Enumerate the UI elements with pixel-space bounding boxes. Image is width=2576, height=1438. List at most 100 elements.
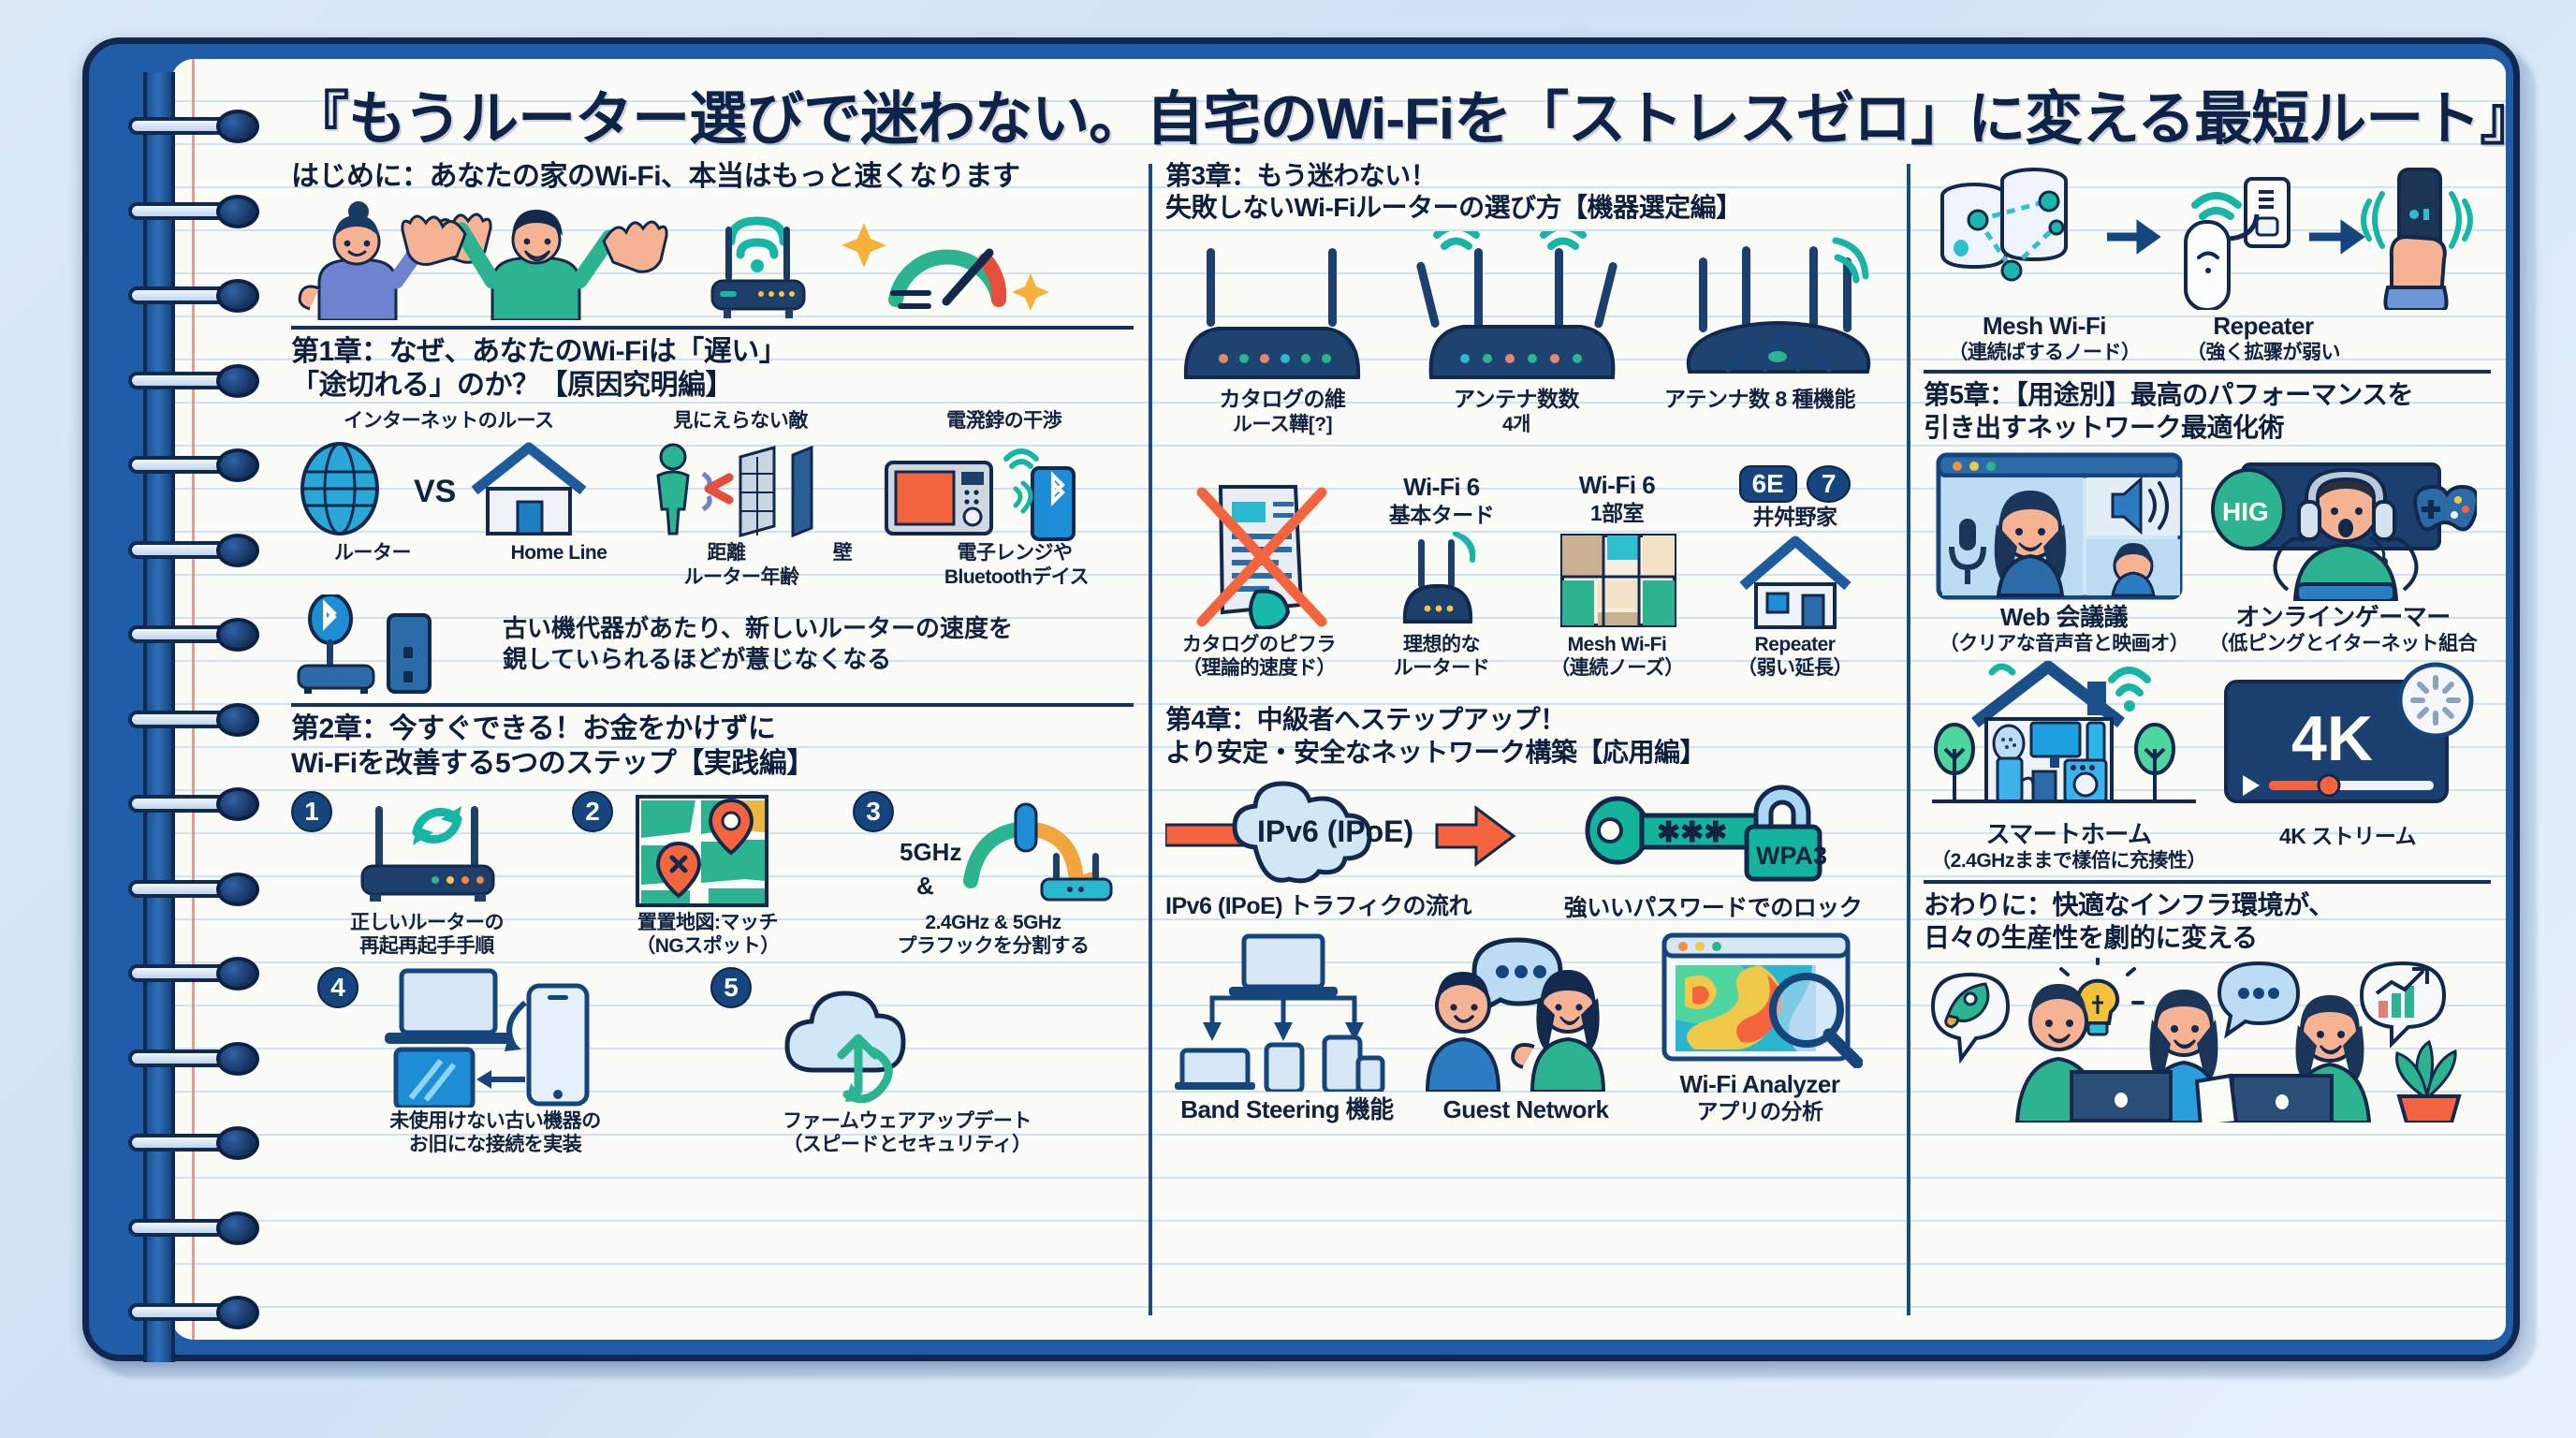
smart-home-icon (1932, 661, 2196, 804)
margin-line (192, 59, 195, 1340)
band-steering-icon (1175, 933, 1385, 1093)
notebook-page: 『もうルーター選びで迷わない。自宅のWi-Fiを「ストレスゼロ」に変える最短ルー… (171, 59, 2506, 1340)
mesh-repeater-illustration (1924, 160, 2491, 310)
spiral-ring-knob (216, 363, 259, 398)
spiral-ring (128, 533, 269, 567)
column-divider-1 (1149, 164, 1152, 1315)
chapter1-note-line1: 古い機代器があたり、新しいルーターの速度を (503, 613, 1013, 642)
step-3: 3 (853, 790, 1134, 958)
spec-wifi6-room: Wi-Fi 6 1部室 (1530, 442, 1704, 629)
gamer-badge-label: HIG (2222, 497, 2269, 526)
step-5-label-line1: ファームウェアアップデート (783, 1109, 1032, 1132)
spec-sub-wifi6: 基本タード (1388, 502, 1495, 527)
wpa3-stars: ✱✱✱ (1657, 817, 1727, 848)
section-rule-2 (291, 703, 1134, 708)
spiral-ring (128, 702, 269, 737)
band-steering-block: Band Steering 機能 (1165, 932, 1409, 1124)
sublabel-bluetooth: Bluetoothデイス (944, 566, 1090, 589)
person-distance-icon (656, 443, 734, 536)
mesh-label-line2: （連続ばするノード） (1948, 342, 2142, 364)
notebook-cover: 『もうルーター選びで迷わない。自宅のWi-Fiを「ストレスゼロ」に変える最短ルー… (82, 37, 2520, 1362)
ipv6-cloud-block: IPv6 (IPoE) IPv6 (IPoE) トラフィクの流れ (1165, 778, 1559, 920)
spiral-ring (128, 110, 269, 143)
ipv6-cloud-label: IPv6 (IPoE) (1257, 814, 1413, 848)
old-devices-icon (385, 968, 590, 1108)
spiral-ring (128, 448, 269, 483)
step-number-5: 5 (710, 966, 752, 1008)
globe-icon (300, 441, 379, 536)
column-divider-2 (1907, 164, 1910, 1315)
wpa3-caption: 強いいパスワードでのロック (1563, 894, 1863, 921)
spiral-ring (128, 618, 269, 653)
conclusion-heading-line2: 日々の生産性を劇的に変える (1924, 922, 2258, 952)
chapter4-heading-line1: 第4章：中級者へステップアップ！ (1165, 705, 1566, 735)
step-4: 4 (317, 966, 673, 1156)
spec-catalog (1165, 442, 1353, 630)
speed-gauge-icon (888, 248, 1007, 309)
chapter3-router-illustration (1165, 231, 1895, 385)
hand-phone-icon (2361, 168, 2473, 310)
ipv6-caption: IPv6 (IPoE) トラフィクの流れ (1165, 892, 1472, 919)
wifi-gen-badges: 6E 7 (1738, 464, 1852, 503)
video-call-label-line2: （クリアな音声音と映画オ） (1939, 632, 2189, 654)
chapter3-spec-row: Wi-Fi 6 基本タード Wi-Fi 6 1部室 (1165, 442, 1895, 630)
group-label-0: インターネットのルース (344, 409, 554, 432)
wifi-analyzer-block: Wi-Fi Analyzer アプリの分析 (1643, 930, 1877, 1125)
map-pin-icon (636, 794, 768, 907)
gamer-label-line1: オンラインゲーマー (2235, 602, 2451, 631)
spiral-ring-knob (216, 787, 259, 822)
chapter1-icons: VS (291, 434, 1134, 545)
spec-label-0-line1: カタログのピフラ (1182, 634, 1337, 656)
step-2-label-line1: 置置地図:マッチ (637, 911, 779, 933)
spec-label-1-line2: ルータード (1393, 657, 1490, 680)
spiral-ring-knob (216, 618, 259, 653)
gamer-icon: HIG (2211, 462, 2477, 601)
mesh-repeater-labels: Mesh Wi-Fi （連続ばするノード） Repeater （強く拡骤が弱い (1924, 312, 2491, 364)
chapter4-heading-line2: より安定・安全なネットワーク構築【応用編】 (1165, 737, 1705, 767)
section-rule-4 (1924, 880, 2491, 885)
wifi-analyzer-label-line2: アプリの分析 (1696, 1098, 1824, 1123)
mesh-label-line1: Mesh Wi-Fi (1983, 312, 2106, 340)
mid-column: 第3章：もう迷わない！ 失敗しないWi-Fiルーターの選び方【機器選定編】 (1165, 160, 1895, 1125)
use-case-gamer: HIG (2204, 451, 2481, 601)
house-icon (1738, 536, 1852, 630)
band-label-5ghz: 5GHz (900, 837, 962, 866)
spec-label-1-line1: 理想的な (1403, 634, 1481, 656)
chapter3-spec-labels: カタログのピフラ （理論的速度ド） 理想的な ルータード Mesh Wi-Fi … (1165, 633, 1895, 680)
use-case-row-2: 4K (1924, 661, 2491, 818)
router-label-0-line1: カタログの維 (1219, 387, 1347, 412)
vs-label: VS (414, 474, 456, 509)
intro-heading: はじめに：あなたの家のWi-Fi、本当はもっと速くなります (291, 161, 1020, 192)
spiral-ring-knob (216, 110, 259, 143)
spec-wifi6-basic: Wi-Fi 6 基本タード (1353, 442, 1530, 629)
chat-bubble-icon (2217, 961, 2301, 1039)
section-rule (291, 325, 1134, 330)
spiral-ring (128, 279, 269, 314)
spiral-ring (128, 787, 269, 822)
chapter1-heading-line2: 「途切れる」のか？【原因究明編】 (291, 370, 734, 402)
label-wall: 壁 (832, 541, 853, 564)
use-case-video-call (1924, 451, 2195, 601)
spiral-ring (128, 194, 269, 228)
wifi-analyzer-label-line1: Wi-Fi Analyzer (1679, 1069, 1840, 1098)
chapter4-bottom-row: Band Steering 機能 (1165, 930, 1895, 1125)
group-label-2: 電溌鋍の干渉 (946, 409, 1062, 432)
title-bar: 『もうルーター選びで迷わない。自宅のWi-Fiを「ストレスゼロ」に変える最短ルー… (291, 70, 2506, 156)
chapter1-labels: ルーター Home Line 距離 壁 電子レンジや (291, 541, 1134, 565)
wifi-analyzer-icon (1661, 932, 1863, 1068)
badge-7: 7 (1806, 464, 1852, 503)
step-number-4: 4 (317, 966, 359, 1008)
intro-illustration (291, 200, 1134, 320)
router-label-0-line2: ルース鞾[?] (1232, 413, 1333, 435)
step-1: 1 (291, 790, 563, 958)
spiral-ring-knob (216, 1296, 259, 1330)
spec-label-0-line2: （理論的速度ド） (1182, 657, 1337, 680)
mesh-nodes-icon (1940, 168, 2068, 282)
band-split-icon (963, 802, 1113, 902)
chapter3-heading-line2: 失敗しないWi-Fiルーターの選び方【機器選定編】 (1165, 193, 1742, 223)
chapter5-heading-line2: 引き出すネットワーク最適化術 (1924, 412, 2285, 442)
step-4-label-line1: 未使用けない古い機器の (389, 1109, 601, 1132)
video-call-icon (1936, 452, 2183, 600)
chapter2-steps-row1: 1 (291, 790, 1134, 958)
sparkle-icon (842, 222, 1049, 311)
